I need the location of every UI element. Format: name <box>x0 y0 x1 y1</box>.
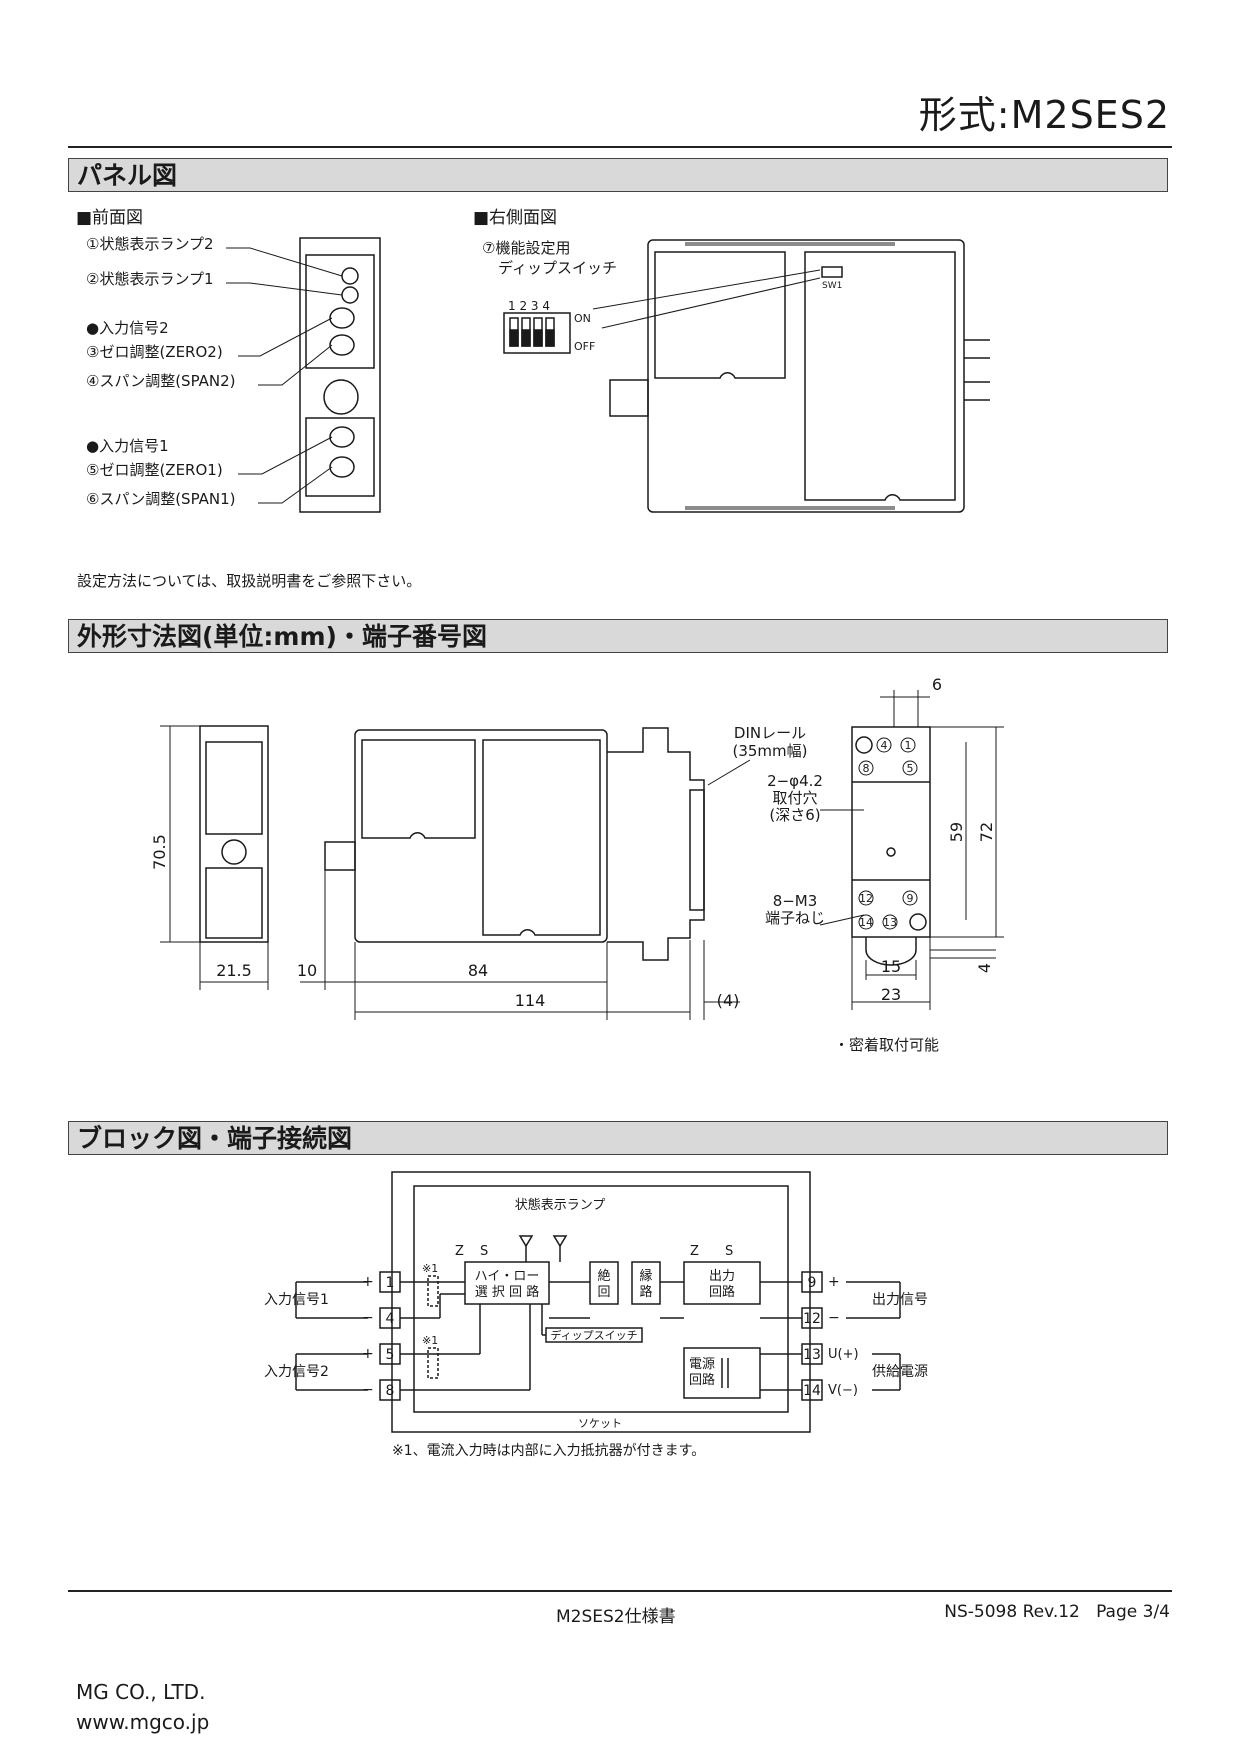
sw-label: SW1 <box>822 281 842 291</box>
term-in-4: 4 <box>386 1311 395 1327</box>
hilo-label-1: ハイ・ロー <box>475 1269 540 1284</box>
hilo-label-2: 選 択 回 路 <box>475 1284 539 1300</box>
terminal-8: 8 <box>863 762 870 775</box>
supply-label: 供給電源 <box>872 1364 928 1380</box>
pwr-label-2: 回路 <box>689 1372 715 1388</box>
zs-z-1: Z <box>455 1244 464 1259</box>
terminal-5: 5 <box>907 762 914 775</box>
lamp-label: 状態表示ランプ <box>515 1197 606 1213</box>
out-label-2: 回路 <box>709 1284 735 1300</box>
dimension-drawings: 70.5 21.5 10 84 114 (4) DINレール (35mm幅) 2… <box>150 675 1004 1020</box>
din-label-2: (35mm幅) <box>732 742 807 760</box>
v-minus: V(−) <box>828 1383 858 1398</box>
dim-59: 59 <box>947 822 966 842</box>
dim-114: 114 <box>515 991 546 1010</box>
company-url: www.mgco.jp <box>76 1710 210 1734</box>
screw-label-1: 8−M3 <box>773 892 818 910</box>
term-in-8: 8 <box>386 1383 395 1399</box>
terminal-1: 1 <box>905 739 912 752</box>
term-out-9: 9 <box>808 1275 817 1291</box>
output-minus: − <box>828 1310 840 1326</box>
company-name: MG CO., LTD. <box>76 1680 206 1704</box>
din-label-1: DINレール <box>734 724 806 742</box>
side-view-label: ■右側面図 <box>473 208 558 228</box>
dip-on: ON <box>574 312 591 325</box>
input2-plus: + <box>362 1346 374 1362</box>
screw-label-2: 端子ねじ <box>765 909 825 927</box>
dim-4p: (4) <box>717 991 740 1010</box>
out-label-1: 出力 <box>709 1269 735 1284</box>
front-item-6: ●入力信号1 <box>86 437 169 455</box>
term-out-12: 12 <box>803 1311 821 1327</box>
note-mark-1: ※1 <box>422 1262 438 1275</box>
dip-label-2: ディップスイッチ <box>498 259 617 277</box>
front-item-2: ②状態表示ランプ1 <box>86 270 214 288</box>
dim-72: 72 <box>977 822 996 842</box>
term-out-14: 14 <box>803 1383 821 1399</box>
iso-label-2: 回 <box>597 1285 610 1300</box>
term-in-5: 5 <box>386 1347 395 1363</box>
front-item-1: ①状態表示ランプ2 <box>86 235 214 253</box>
output-plus: + <box>828 1274 840 1290</box>
front-view-label: ■前面図 <box>76 208 144 228</box>
hole-label-3: (深さ6) <box>769 806 820 824</box>
dim-23: 23 <box>881 985 901 1004</box>
footer-rule <box>68 1590 1172 1592</box>
front-item-5: ④スパン調整(SPAN2) <box>86 372 236 390</box>
note-mark-2: ※1 <box>422 1334 438 1347</box>
block-footnote: ※1、電流入力時は内部に入力抵抗器が付きます。 <box>392 1443 706 1459</box>
section-title-block: ブロック図・端子接続図 <box>68 1121 1168 1155</box>
input1-label: 入力信号1 <box>264 1292 329 1308</box>
zs-s-1: S <box>480 1244 488 1259</box>
dim-84: 84 <box>468 961 488 980</box>
dip-numbers: 1 2 3 4 <box>508 299 550 313</box>
iso-label-3: 縁 <box>639 1268 652 1284</box>
terminal-12: 12 <box>859 892 873 905</box>
panel-note: 設定方法については、取扱説明書をご参照下さい。 <box>77 572 422 590</box>
dim-15: 15 <box>881 957 901 976</box>
iso-label-4: 路 <box>639 1284 652 1300</box>
hole-label-1: 2−φ4.2 <box>767 772 823 790</box>
input1-plus: + <box>362 1274 374 1290</box>
panel-drawings: 1 2 3 4 ON OFF SW1 <box>226 237 990 513</box>
footer-rev: NS-5098 Rev.12 Page 3/4 <box>944 1602 1170 1622</box>
terminal-4: 4 <box>881 739 888 752</box>
socket-label: ソケット <box>578 1417 622 1430</box>
pwr-label-1: 電源 <box>689 1357 715 1372</box>
dim-21-5: 21.5 <box>216 961 252 980</box>
input2-minus: − <box>362 1382 374 1398</box>
input2-label: 入力信号2 <box>264 1364 329 1380</box>
zs-s-2: S <box>725 1244 733 1259</box>
block-diagram: 状態表示ランプ ハイ・ロー 選 択 回 路 絶 回 縁 路 出力 回路 電源 回… <box>264 1171 928 1433</box>
footer-doc: M2SES2仕様書 <box>556 1607 676 1627</box>
dim-70-5: 70.5 <box>150 834 169 870</box>
dim-10: 10 <box>297 961 317 980</box>
terminal-13: 13 <box>883 916 897 929</box>
input1-minus: − <box>362 1310 374 1326</box>
dip-label: ディップスイッチ <box>550 1328 637 1342</box>
iso-label-1: 絶 <box>597 1268 610 1284</box>
front-item-7: ⑤ゼロ調整(ZERO1) <box>86 461 223 479</box>
dip-off: OFF <box>574 340 595 353</box>
hole-label-2: 取付穴 <box>772 789 817 807</box>
front-item-8: ⑥スパン調整(SPAN1) <box>86 490 236 508</box>
zs-z-2: Z <box>690 1244 699 1259</box>
term-out-13: 13 <box>803 1347 821 1363</box>
terminal-9: 9 <box>907 892 914 905</box>
dim-4: 4 <box>975 963 994 973</box>
model-title: 形式:M2SES2 <box>918 93 1170 137</box>
front-item-4: ③ゼロ調整(ZERO2) <box>86 343 223 361</box>
dim-6: 6 <box>932 675 942 694</box>
front-item-3: ●入力信号2 <box>86 319 169 337</box>
section-title-panel: パネル図 <box>68 158 1168 192</box>
u-plus: U(+) <box>828 1347 859 1362</box>
dip-label-1: ⑦機能設定用 <box>482 239 571 257</box>
mount-note: ・密着取付可能 <box>834 1036 940 1054</box>
terminal-14: 14 <box>859 916 873 929</box>
term-in-1: 1 <box>386 1275 395 1291</box>
section-title-dimensions: 外形寸法図(単位:mm)・端子番号図 <box>68 619 1168 653</box>
header-rule <box>68 146 1172 148</box>
output-label: 出力信号 <box>872 1292 928 1308</box>
